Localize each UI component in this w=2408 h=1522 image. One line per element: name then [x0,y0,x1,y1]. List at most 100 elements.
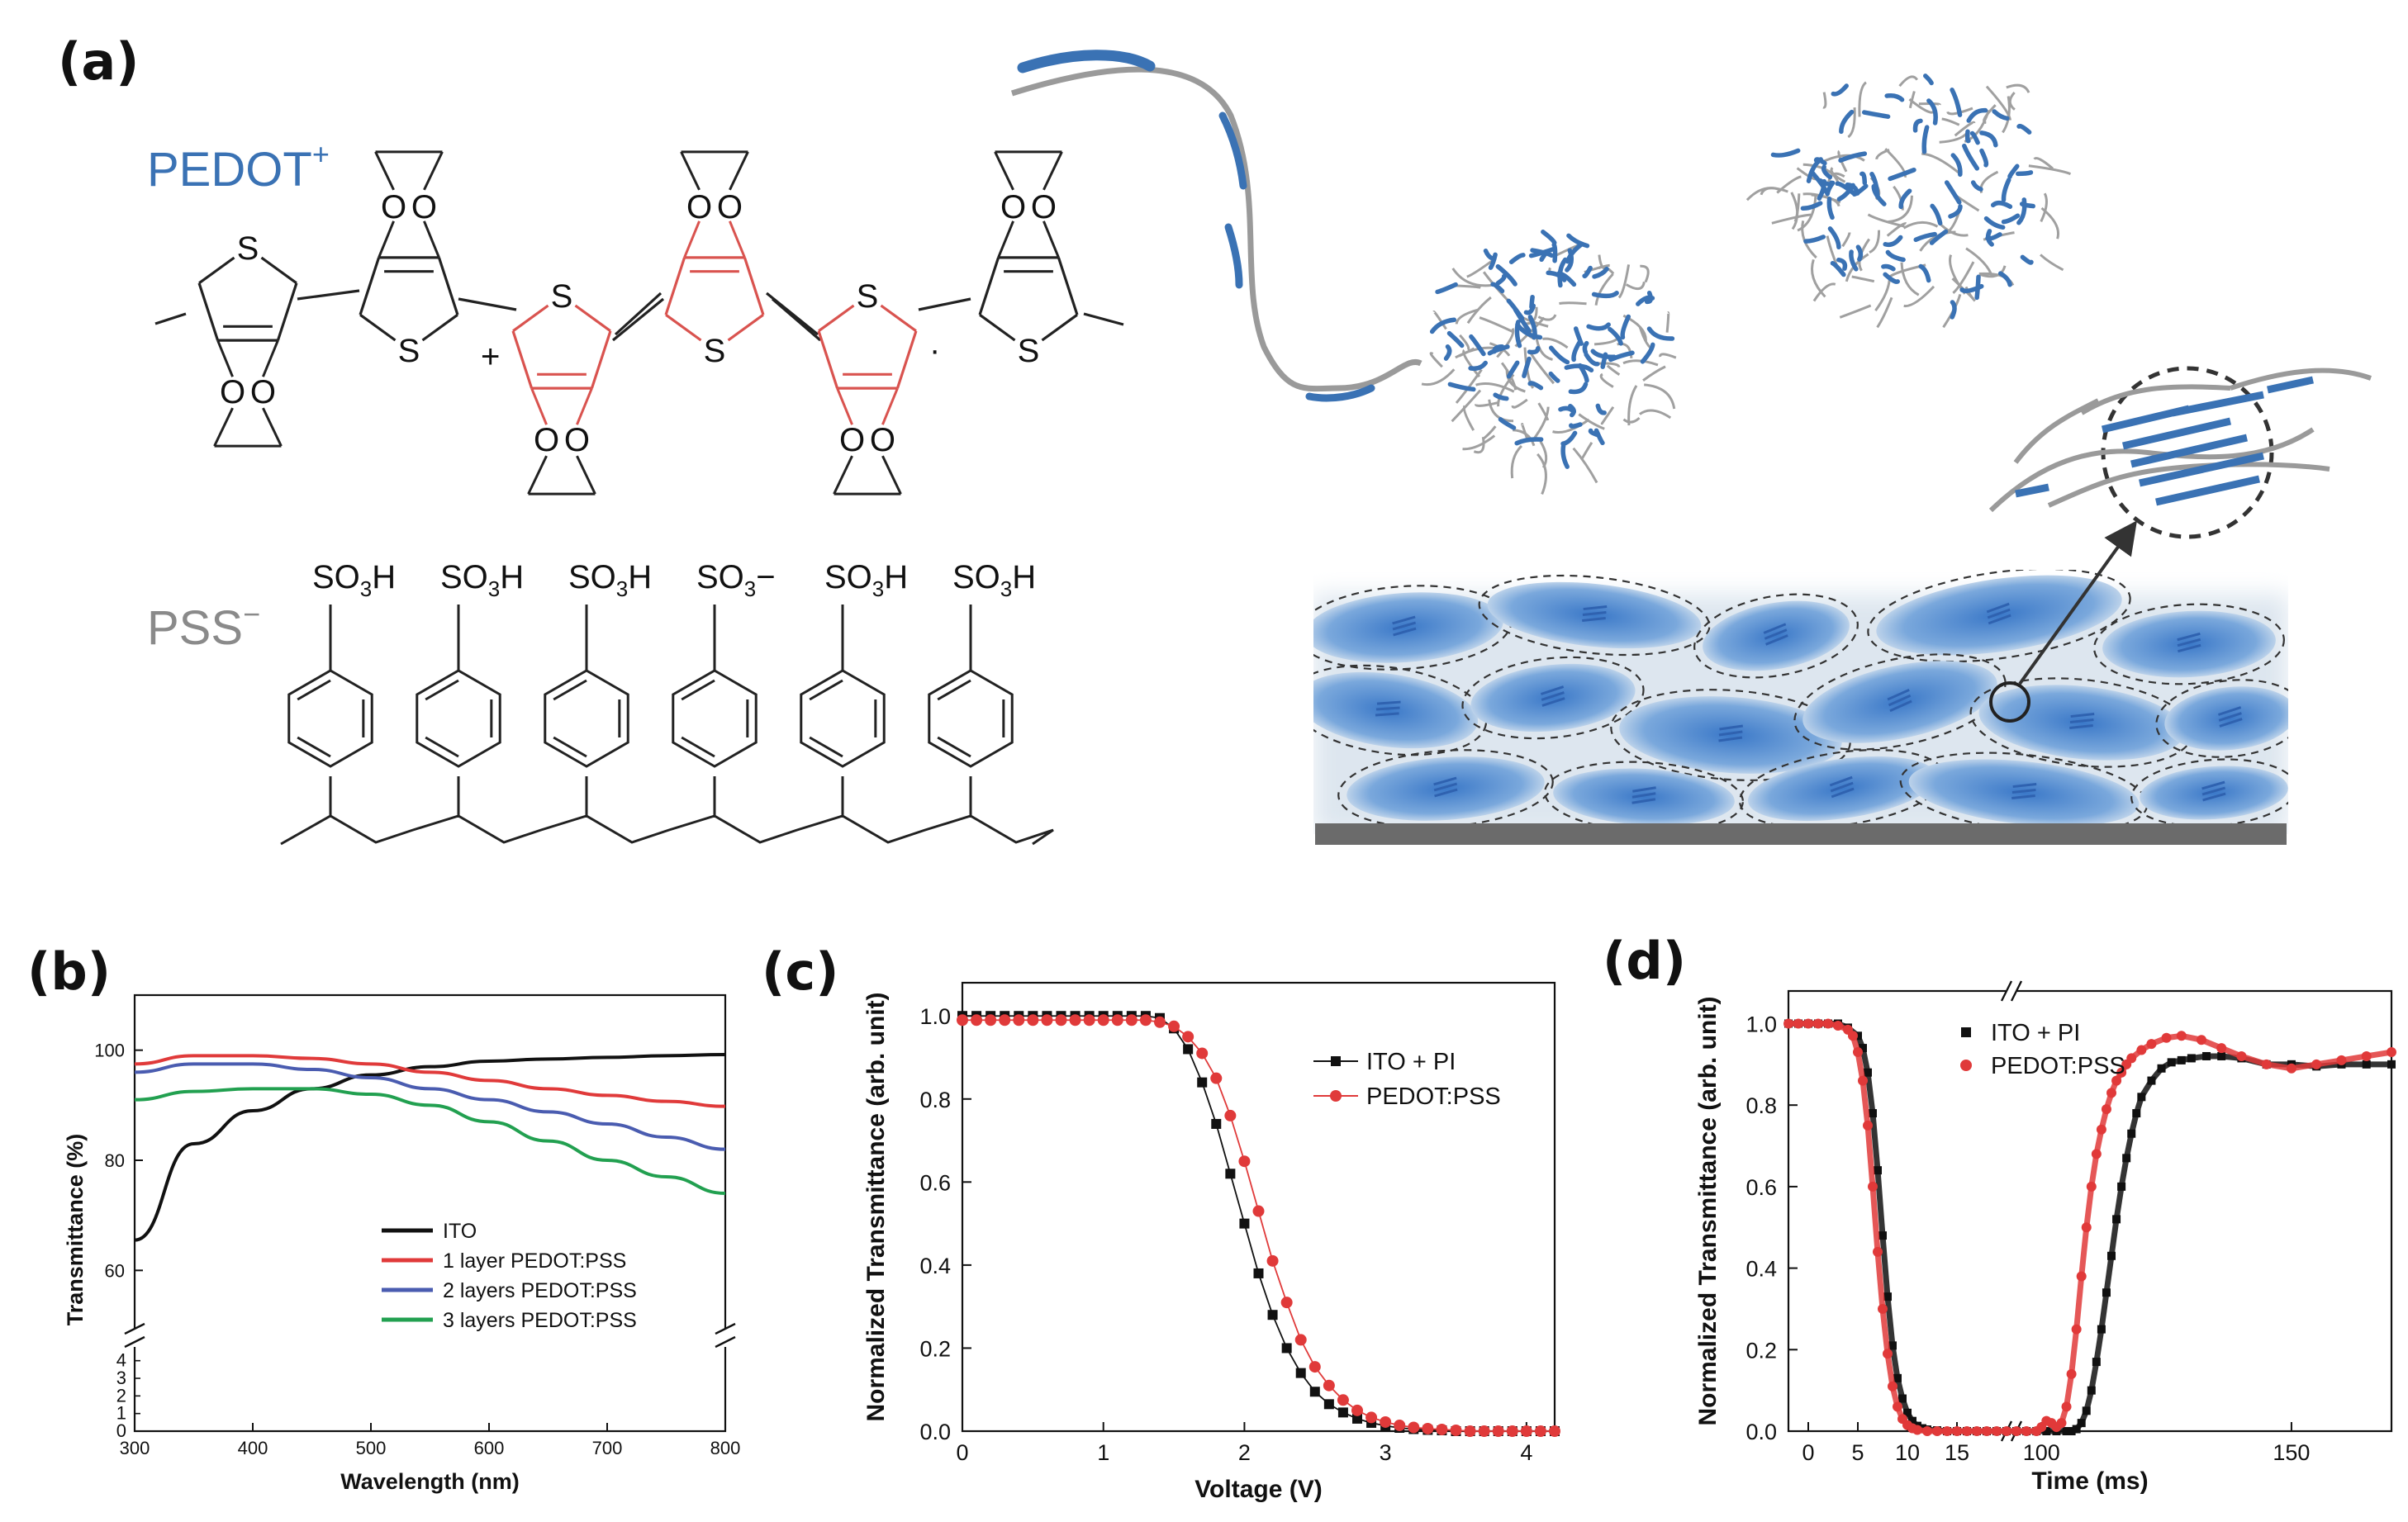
bond [881,455,902,495]
pedot-rich-domain [1313,664,1488,756]
bond [729,151,749,191]
data-point [1308,1361,1321,1373]
pedot-chain [1548,371,1560,383]
pedot-chain [1918,263,1931,283]
pedot-chain [1558,405,1576,415]
pss-chain [1572,447,1598,484]
pedot-rich-domain [1693,593,1859,679]
axis-break-mark [715,1335,736,1349]
series-line [134,1053,726,1242]
bond [260,256,297,285]
data-point [1323,1379,1335,1392]
bond [213,407,234,447]
substrate [1315,823,2287,845]
pedot-chain [1929,229,1949,245]
double-bond [425,736,459,758]
bond [511,330,534,389]
data-point [1492,1425,1504,1437]
pss-chain [1810,258,1826,298]
pedot-chain [1640,342,1655,364]
stacked-chain [1988,614,2011,625]
bond [836,387,853,425]
thiophene-unit: SOO [511,278,612,495]
x-tick-label: 700 [592,1438,623,1458]
data-point [1196,1047,1209,1060]
double-bond [553,679,587,701]
pedot-chain [1838,151,1868,163]
pss-chain [2006,83,2030,93]
stacked-chain [2012,783,2037,789]
pss-chain [1606,364,1621,376]
thiophene-unit: SOO [197,230,298,448]
stacked-chain [1765,634,1788,646]
x-tick-label: 3 [1380,1440,1392,1465]
axis-break-mark [124,1322,145,1335]
pss-chain [1466,258,1495,278]
pss-chain [1665,311,1670,333]
styrene-sulfonate-unit: SO3H [287,559,396,818]
pedot-pss-coil [1745,73,2072,329]
styrene-sulfonate-unit: SO3H [928,559,1036,818]
data-point [1238,1155,1251,1168]
pedot-chain [1950,153,1963,178]
atom-oxygen: O [534,422,559,458]
domain-fill [1908,759,2140,827]
data-point [1408,1421,1420,1434]
data-point [1253,1268,1264,1278]
bond [590,330,612,389]
panel-label-b: (b) [27,941,111,1002]
stacked-chain [1719,724,1744,731]
pedot-chain [1483,248,1494,261]
bond [423,220,440,258]
pss-chain [1642,365,1666,382]
pedot-chain [1646,326,1675,341]
atom-oxygen: O [250,374,276,410]
pedot-chain [1800,201,1823,211]
stacked-chain [1375,712,1399,717]
bond [527,455,548,495]
pedot-chain [1948,204,1963,219]
data-point [1183,1044,1194,1055]
pss-chain [1790,192,1799,230]
x-axis-title: Voltage (V) [1195,1476,1322,1503]
sulfonate-group: SO3− [696,559,776,601]
y-tick-label: 0.8 [919,1088,951,1112]
pedot-chain [1490,282,1505,294]
pedot-chain [1514,437,1544,446]
pss-chain [1455,308,1479,325]
x-tick-label: 15 [1945,1440,1969,1465]
bond [374,151,395,191]
pedot-chain [2016,170,2034,177]
data-point [1224,1109,1237,1121]
x-tick-label: 800 [710,1438,741,1458]
domain-boundary [1793,653,2007,751]
bond [216,339,234,377]
data-point [1280,1297,1293,1309]
pedot-chain [1584,352,1600,367]
stacked-chain [2177,638,2201,647]
pss-chain [1432,311,1447,330]
pedot-label: PEDOT+ [147,137,330,197]
domain-fill [1553,768,1735,826]
stacked-chain [2217,706,2242,716]
y-tick-label: 2 [116,1385,126,1406]
data-point [1351,1404,1363,1416]
pedot-chain [1527,381,1544,391]
pedot-chain [1845,183,1860,196]
pss-chain [1812,282,1836,302]
bond [576,455,596,495]
domain-fill [1346,756,1545,821]
pss-chain [1466,296,1492,325]
pedot-chain [1962,143,1980,171]
pedot-chain [1966,107,1988,123]
benzene-ring [416,669,501,768]
domain-boundary [1478,574,1711,657]
double-bond [681,679,715,701]
pedot-segment [1305,384,1375,402]
stacked-chain [1393,627,1417,637]
x-tick-label: 0 [1802,1440,1814,1465]
pss-chain [1537,314,1557,321]
data-point [1267,1310,1278,1320]
